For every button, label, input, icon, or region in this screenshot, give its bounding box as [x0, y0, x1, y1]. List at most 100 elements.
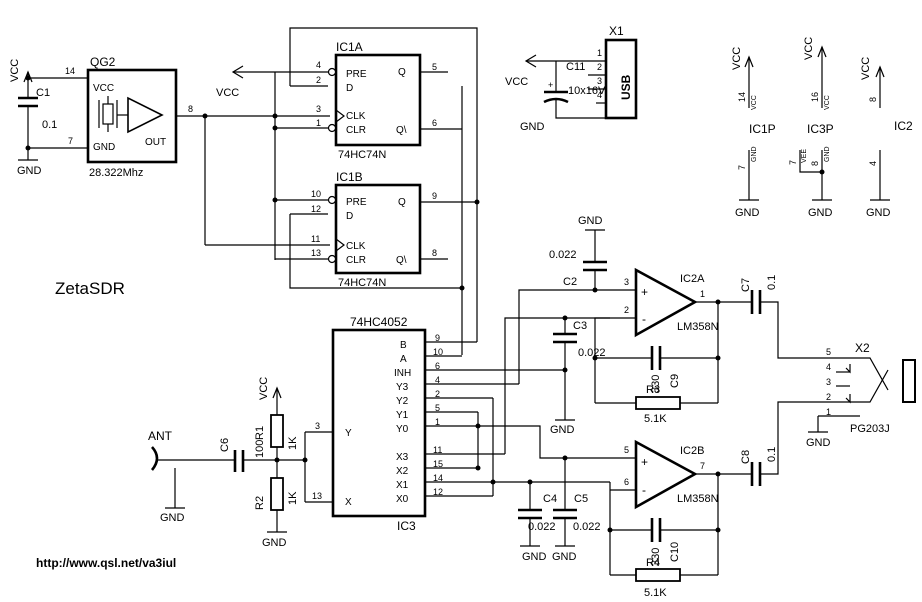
x2-audio-jack: X2 PG203J 5 4 3 2 1 GND: [806, 341, 916, 449]
junction: [25, 145, 31, 151]
ic3-pin-label: X2: [396, 466, 409, 477]
c10-capacitor: 330 C10: [610, 518, 718, 566]
ic2b-plus: +: [641, 455, 648, 469]
buffer-amp-icon: [117, 96, 164, 134]
x1-ref: X1: [609, 24, 624, 38]
ic1p-vcc-name: VCC: [751, 95, 758, 110]
x1-pin: 3: [597, 76, 602, 86]
ic1a-pin-d-num: 2: [316, 75, 321, 85]
c8-ref: C8: [740, 450, 752, 464]
ic3-pin-number: 15: [433, 459, 443, 469]
ic3-pin-y-num: 3: [315, 421, 320, 431]
ic3-ref: IC3: [397, 519, 416, 533]
r4-ref: R4: [646, 557, 660, 569]
junction: [459, 285, 465, 291]
junction: [302, 457, 308, 463]
ic1p-gnd-pin: 7: [737, 165, 747, 170]
ic1a-clk-pin: CLK: [346, 111, 366, 122]
ic1b-pre-pin: PRE: [346, 197, 367, 208]
r3-value: 5.1K: [644, 413, 667, 425]
ic1b-ref: IC1B: [336, 170, 363, 184]
ic2a-pin-out: 1: [700, 289, 705, 299]
c4-value: 0.022: [528, 521, 556, 533]
ic1a-pin-clr-num: 1: [316, 118, 321, 128]
r3-ref: R3: [646, 384, 660, 396]
ic1a-part: 74HC74N: [338, 149, 386, 161]
vcc-symbol-pre: VCC: [216, 65, 328, 99]
c1-ref: C1: [36, 87, 50, 99]
ic1b-clk-pin: CLK: [346, 241, 366, 252]
ic1b-pin-pre-num: 10: [311, 189, 321, 199]
ic3-pin-label: INH: [394, 368, 411, 379]
ic3-pin-number: 14: [433, 473, 443, 483]
ic3p-gnd-pin: 8: [810, 161, 820, 166]
ic2b-minus: -: [642, 483, 646, 497]
c8-value: 0.1: [766, 447, 778, 462]
ic3-pin-label: X1: [396, 480, 409, 491]
ic1a-pin-q-num: 5: [432, 62, 437, 72]
ic3-multiplexer: 74HC4052 IC3 Y X: [331, 315, 427, 533]
ic2-gnd-label: GND: [866, 207, 891, 219]
ic3p-gnd-name: GND: [824, 146, 831, 162]
c4-gnd-label: GND: [522, 551, 547, 563]
ic1b-d-pin: D: [346, 211, 353, 222]
ic2b-pin-plus: 5: [624, 445, 629, 455]
qg2-gnd-pin: GND: [93, 142, 115, 153]
junction: [562, 315, 568, 321]
junction: [490, 479, 496, 485]
r4-value: 5.1K: [644, 587, 667, 599]
ic2a-minus: -: [642, 312, 646, 326]
c3-gnd-label: GND: [550, 424, 575, 436]
junction: [715, 527, 721, 533]
x2-pin: 4: [826, 362, 831, 372]
ic3-pin-label: B: [400, 340, 407, 351]
ic2a-pin-plus: 3: [624, 277, 629, 287]
c6-ref: C6: [219, 438, 231, 452]
ic3-pin-numbers: 9 10 6 4 2 5 1 11 15 14 12 3 13: [312, 333, 443, 501]
ic1b-pin-clk-num: 11: [311, 234, 320, 244]
r1-value: 1K: [287, 436, 299, 450]
ic1p-gnd-name: GND: [751, 146, 758, 162]
c3-capacitor: GND C3 0.022: [550, 318, 606, 436]
qg2-ref: QG2: [90, 55, 116, 69]
ic1b-pin-q-num: 9: [432, 191, 437, 201]
ic1p-ref: IC1P: [749, 122, 776, 136]
c7-ref: C7: [740, 278, 752, 292]
crystal-icon: [98, 96, 118, 132]
usb-vcc-label: VCC: [505, 76, 528, 88]
ic3p-power: VCC 16 VCC IC3P VEE 7 8 GND GND: [788, 37, 834, 219]
ic2a-ref: IC2A: [680, 273, 705, 285]
ic1a-pre-pin: PRE: [346, 69, 367, 80]
junction: [25, 75, 31, 81]
ic2-power: VCC 8 IC2 4 GND: [860, 57, 913, 219]
ic3p-vcc-label: VCC: [803, 37, 815, 60]
c2-capacitor: GND 0.022 C2: [549, 215, 607, 290]
qg2-pin-7: 7: [68, 136, 73, 146]
ic1a-pin-qn-num: 6: [432, 118, 437, 128]
c11-value: 10x16V: [568, 85, 606, 97]
ic3-x-pin: X: [345, 497, 352, 508]
junction: [272, 125, 278, 131]
junction: [592, 287, 598, 293]
ic1a-pin-clk-num: 3: [316, 104, 321, 114]
c10-value: 330: [650, 548, 662, 566]
wire-y3-to-ic2a: [518, 289, 610, 384]
c5-gnd-label: GND: [552, 551, 577, 563]
x2-ref: X2: [855, 341, 870, 355]
x1-pin: 2: [597, 62, 602, 72]
ic3-pin-label: Y3: [396, 382, 409, 393]
x1-usb-label: USB: [619, 74, 633, 100]
c5-capacitor: C5 0.022 GND: [552, 458, 601, 563]
r2-ref: R2: [254, 496, 266, 510]
ic1b-pin-qn-num: 8: [432, 248, 437, 258]
c10-ref: C10: [669, 542, 681, 562]
r1-ref: R1: [254, 426, 266, 440]
c4-capacitor: C4 0.022 GND: [518, 482, 557, 563]
wire-y0-to-ic2b: [478, 425, 610, 459]
ic3-pin-x-num: 13: [312, 491, 322, 501]
ic3-pin-number: 11: [433, 445, 442, 455]
ic3-pin-label: A: [400, 354, 407, 365]
wire-top-loop: [289, 27, 478, 342]
ic2b-opamp: + - IC2B LM358N: [634, 439, 719, 510]
qg2-frequency: 28.322Mhz: [89, 167, 143, 179]
